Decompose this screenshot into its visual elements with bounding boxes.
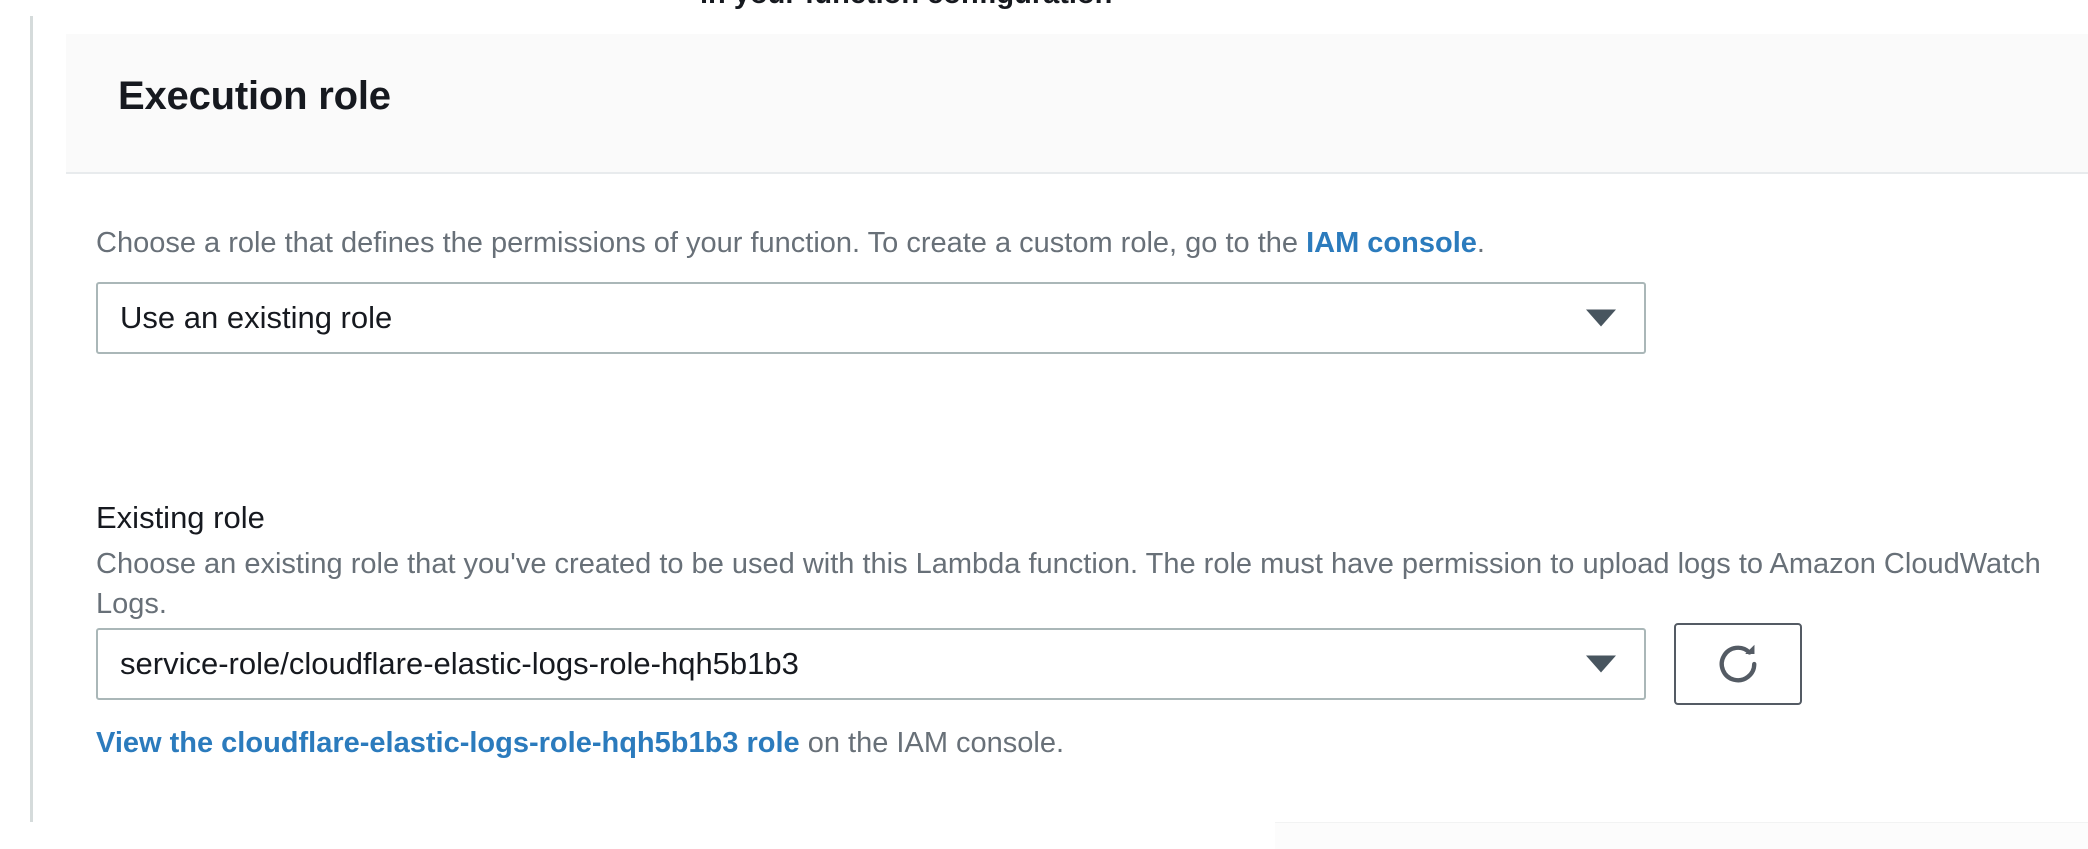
iam-console-link[interactable]: IAM console (1306, 227, 1477, 259)
role-choice-description-text: Choose a role that defines the permissio… (96, 227, 1307, 259)
execution-role-select-value: Use an existing role (120, 300, 393, 335)
view-role-link[interactable]: View the cloudflare-elastic-logs-role-hq… (96, 727, 800, 759)
role-choice-description-period: . (1476, 227, 1485, 259)
existing-role-description: Choose an existing role that you've crea… (96, 548, 2041, 620)
execution-role-card: Execution role Choose a role that define… (30, 16, 2088, 838)
existing-role-select-value: service-role/cloudflare-elastic-logs-rol… (120, 646, 799, 681)
existing-role-select[interactable]: service-role/cloudflare-elastic-logs-rol… (96, 628, 1646, 700)
refresh-icon (1712, 638, 1764, 690)
execution-role-select[interactable]: Use an existing role (96, 282, 1646, 354)
page-title: Execution role (118, 74, 391, 118)
card-body: Choose a role that defines the permissio… (66, 176, 2088, 838)
chevron-down-icon (1586, 655, 1616, 673)
view-role-line: View the cloudflare-elastic-logs-role-hq… (96, 724, 1064, 763)
above-section-cutoff-text: in your function configuration (700, 0, 1112, 11)
existing-role-label: Existing role (96, 500, 265, 535)
card-header: Execution role (66, 34, 2088, 174)
view-role-suffix: on the IAM console. (799, 727, 1065, 759)
role-choice-description: Choose a role that defines the permissio… (96, 224, 1485, 263)
chevron-down-icon (1586, 309, 1616, 327)
bottom-edge-artifact (1275, 822, 2088, 849)
above-section-cutoff: in your function configuration (0, 0, 2088, 14)
refresh-roles-button[interactable] (1674, 623, 1802, 705)
